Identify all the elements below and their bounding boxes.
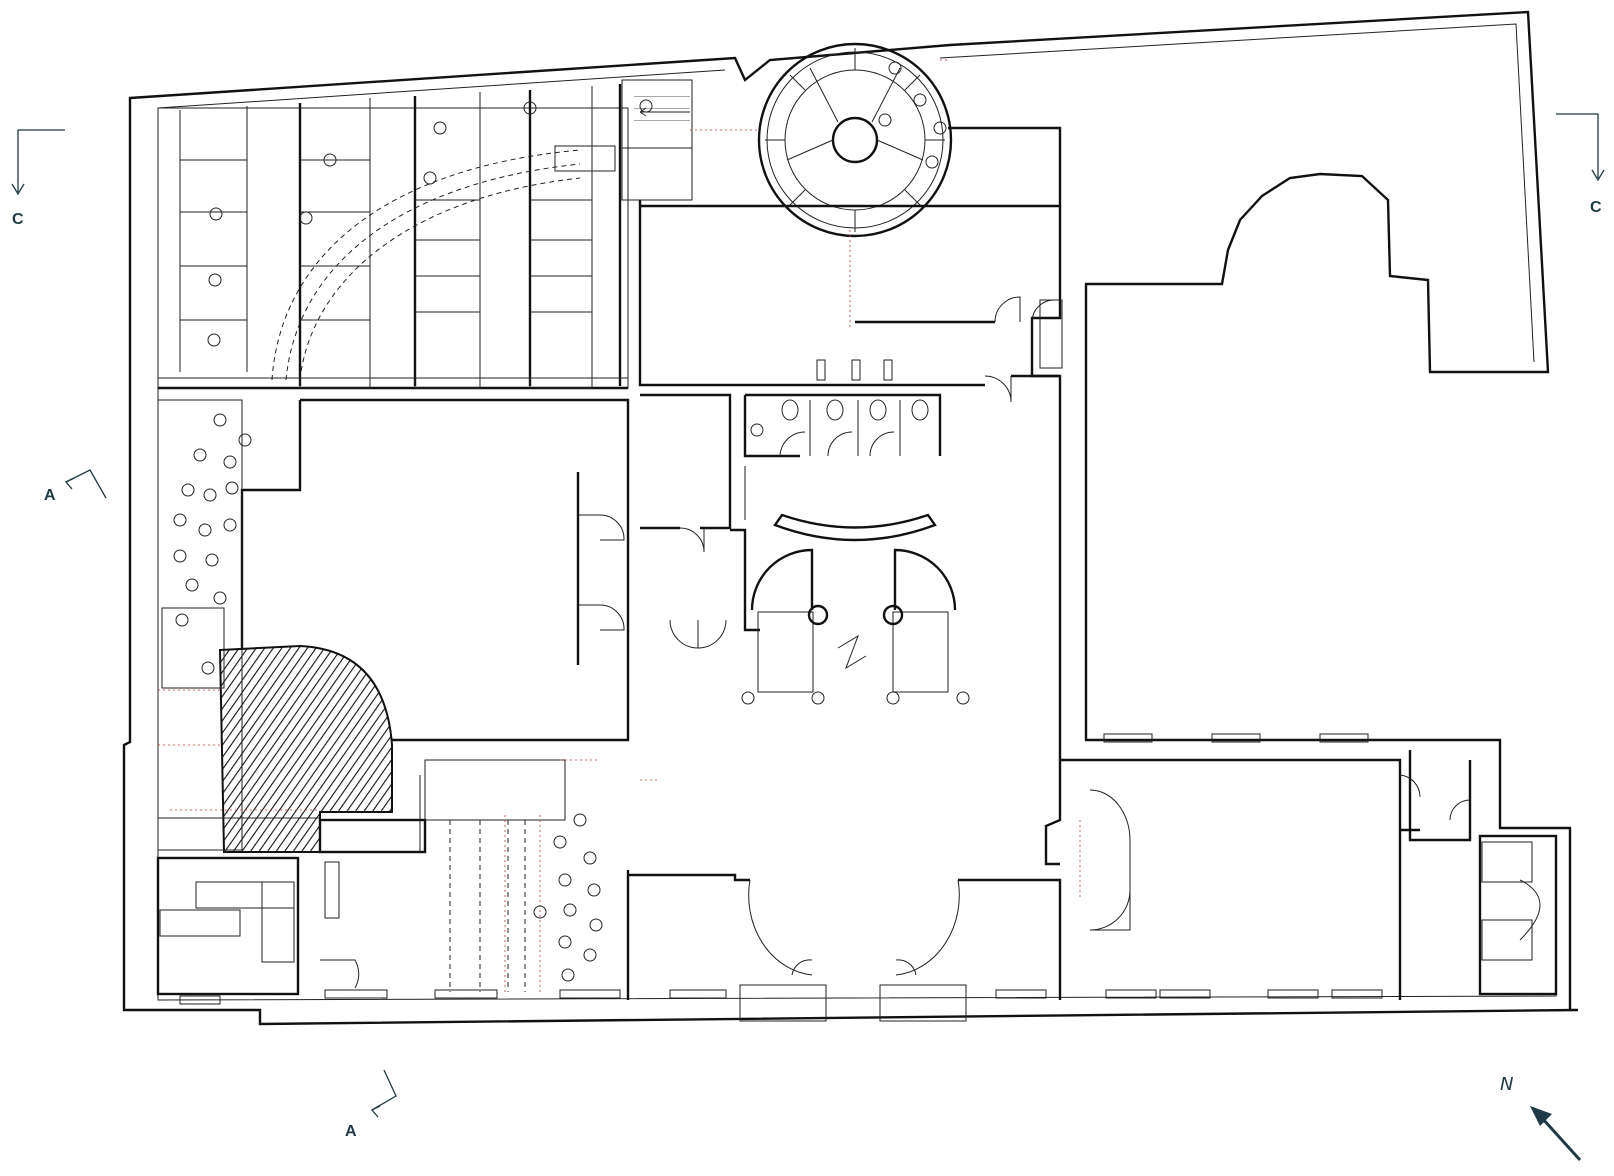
inner-wall-line bbox=[157, 23, 1557, 1001]
central-rooms bbox=[638, 126, 1063, 866]
section-marker-c-left: C bbox=[11, 129, 65, 228]
ramp bbox=[271, 145, 616, 381]
section-marker-a-top: A bbox=[44, 469, 107, 504]
parking-strip bbox=[157, 84, 629, 390]
section-label-a-top: A bbox=[44, 487, 56, 504]
hatched-floor bbox=[218, 644, 393, 853]
section-label-c-left: C bbox=[12, 211, 24, 228]
north-label: N bbox=[1500, 1074, 1513, 1095]
top-stair bbox=[621, 79, 693, 201]
bottom-left-stair bbox=[156, 818, 427, 1005]
annotation-lines bbox=[560, 59, 1081, 900]
section-label-a-bottom: A bbox=[345, 1123, 357, 1140]
north-arrow: N bbox=[1500, 1074, 1582, 1162]
people-figures bbox=[173, 61, 947, 982]
north-arrow-icon bbox=[1540, 1116, 1582, 1162]
section-marker-c-right: C bbox=[1556, 113, 1605, 216]
section-marker-a-bottom: A bbox=[345, 1069, 397, 1140]
entrance-stair bbox=[419, 759, 566, 992]
spiral-stair bbox=[757, 42, 953, 238]
bottom-rooms bbox=[626, 750, 1558, 1000]
outer-wall bbox=[122, 10, 1579, 1026]
facade-windows bbox=[324, 733, 1383, 1022]
left-corridor bbox=[157, 399, 320, 851]
section-label-c-right: C bbox=[1590, 199, 1602, 216]
